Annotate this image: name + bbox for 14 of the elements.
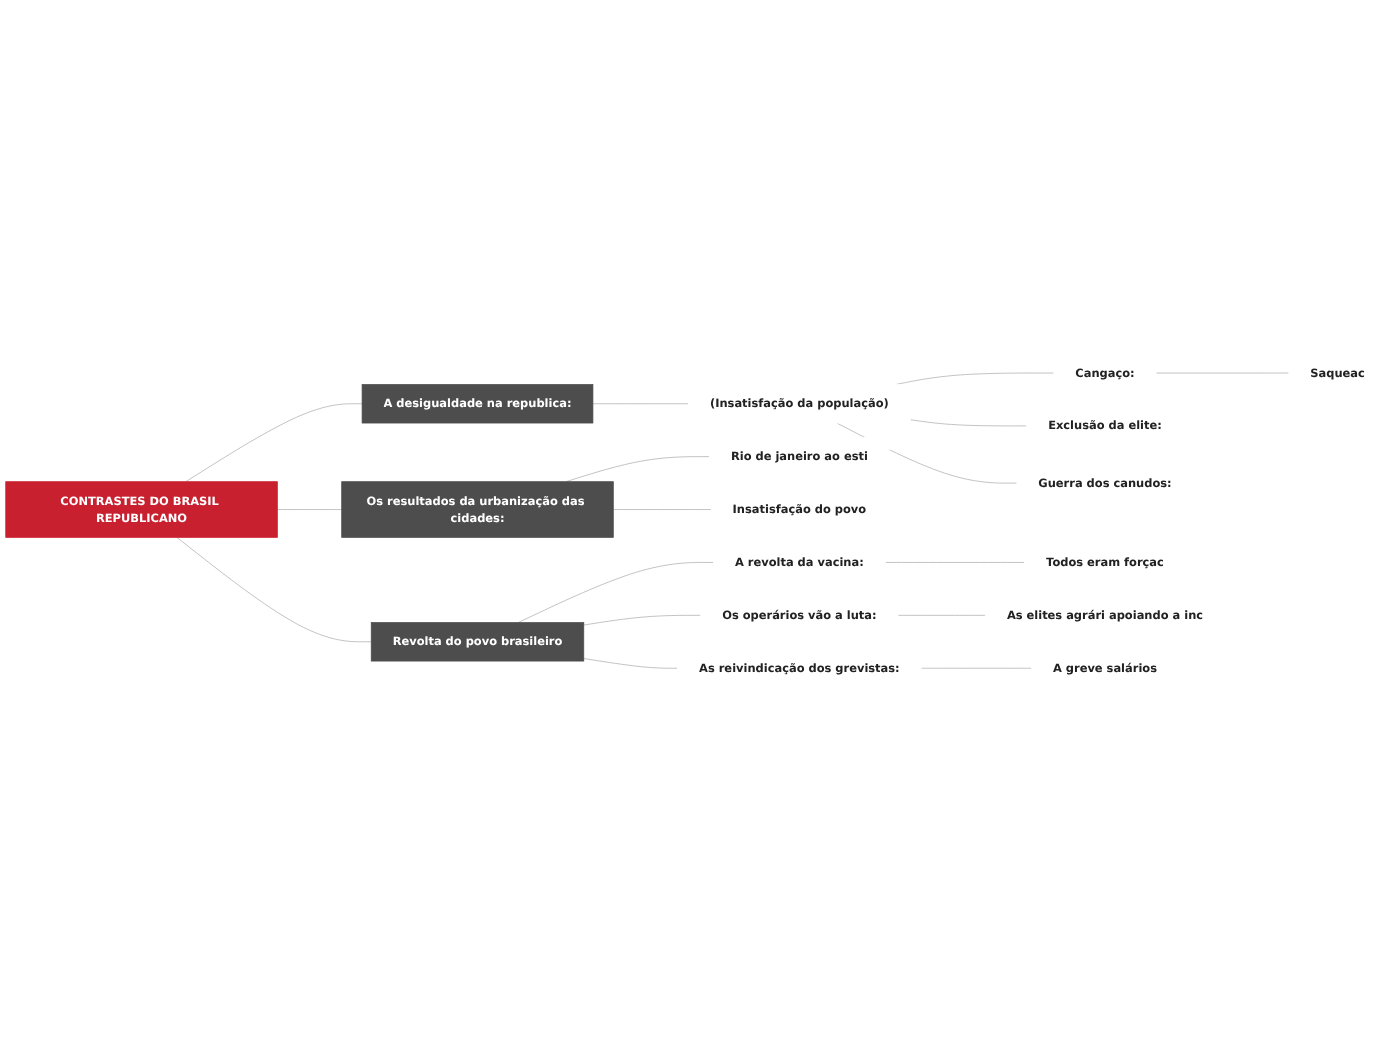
connector	[884, 561, 1025, 563]
connector	[897, 614, 986, 616]
connector	[583, 657, 678, 668]
connector	[612, 508, 712, 510]
connector	[1155, 372, 1290, 373]
connector	[909, 418, 1028, 426]
connector	[176, 536, 372, 642]
connector	[583, 614, 702, 625]
connector	[565, 455, 710, 482]
connector	[920, 667, 1032, 668]
connector	[592, 402, 689, 404]
connector	[277, 508, 343, 510]
connector	[185, 402, 363, 482]
connector	[518, 561, 714, 623]
